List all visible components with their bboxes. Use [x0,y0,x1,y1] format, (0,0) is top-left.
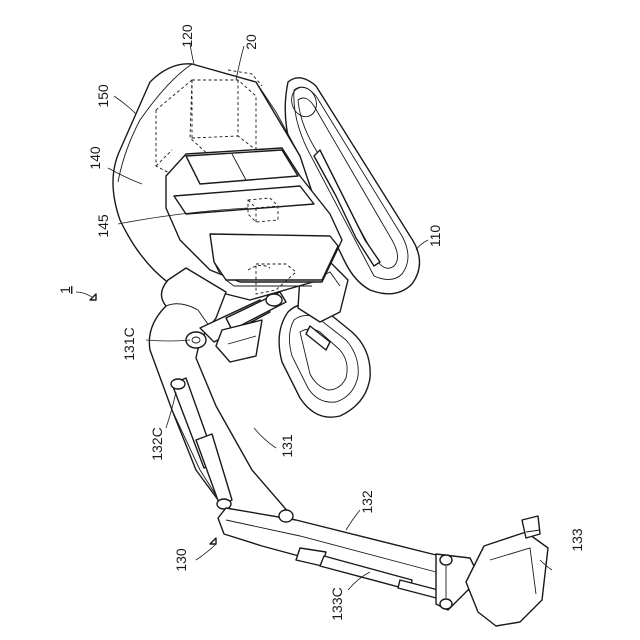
label-132: 132 [359,490,375,514]
label-132C: 132C [149,427,165,460]
crawler-track-left [279,304,370,417]
label-130: 130 [173,548,189,572]
label-1: 1 [57,286,73,294]
label-140: 140 [87,146,103,170]
label-145: 145 [95,214,111,238]
bucket-133 [466,516,548,626]
label-131C: 131C [121,327,137,360]
label-133: 133 [569,528,585,552]
label-133C: 133C [329,587,345,620]
label-110: 110 [427,225,443,248]
label-150: 150 [95,84,111,108]
label-20: 20 [243,34,259,50]
label-131: 131 [279,434,295,458]
label-120: 120 [179,24,195,48]
